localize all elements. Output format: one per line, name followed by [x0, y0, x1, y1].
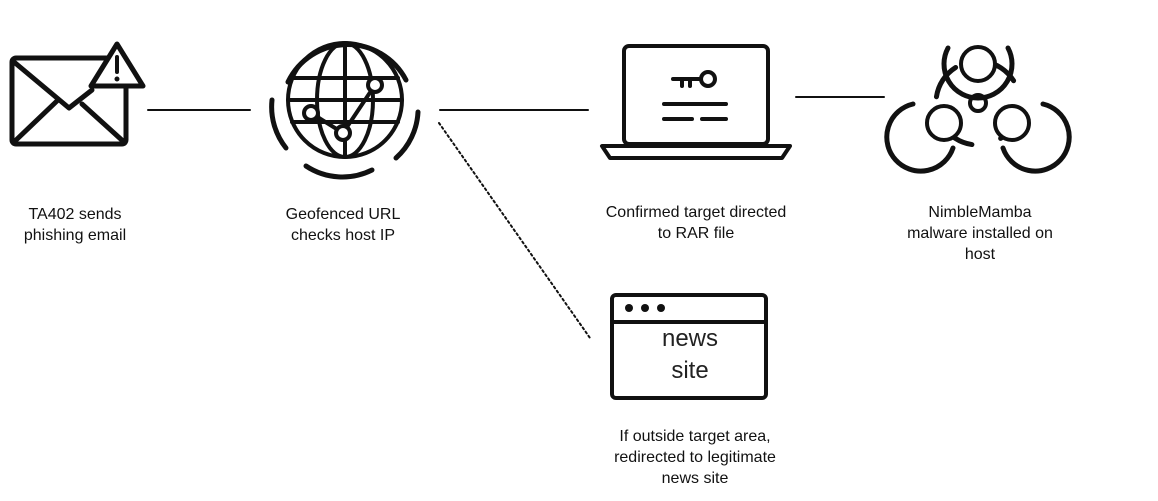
label-geofence-step: Geofenced URL checks host IP — [285, 206, 401, 244]
connector-geo-news-dotted — [438, 122, 591, 339]
email-warning-icon — [9, 41, 146, 147]
label-target-step: Confirmed target directed to RAR file — [605, 204, 787, 242]
laptop-key-icon — [600, 44, 792, 160]
label-redirect-step: If outside target area, redirected to le… — [614, 428, 776, 487]
news-window-text-1: news — [662, 325, 718, 352]
globe-network-icon — [269, 41, 421, 180]
biohazard-icon — [884, 45, 1072, 174]
label-malware-step: NimbleMamba malware installed on host — [907, 204, 1053, 263]
browser-window-icon: news site — [610, 293, 768, 400]
label-email-step: TA402 sends phishing email — [23, 206, 127, 244]
news-window-text-2: site — [671, 357, 708, 384]
